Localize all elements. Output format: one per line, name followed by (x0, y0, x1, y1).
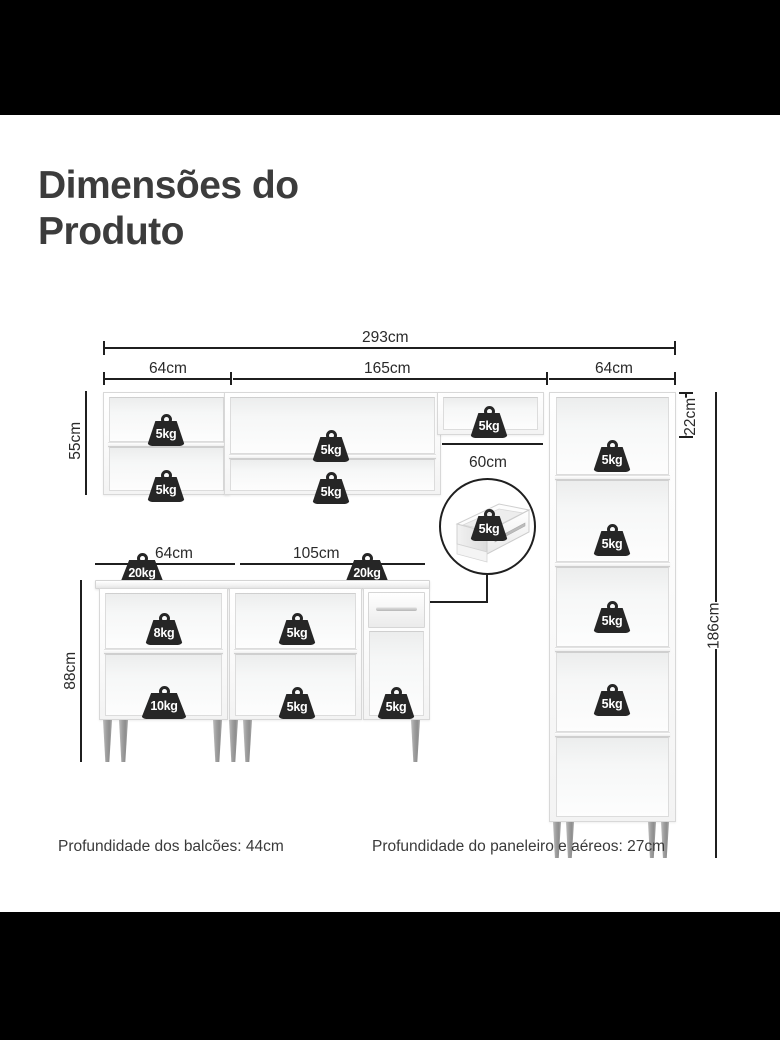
tall-shelf-divider-1 (555, 475, 670, 480)
drawer-callout-circle: 5kg (439, 478, 536, 575)
dim-label-upper-middle-width: 165cm (357, 361, 418, 377)
page-title: Dimensões do Produto (38, 164, 299, 253)
dim-line-lower-height (80, 580, 82, 762)
tall-leg-1 (553, 822, 561, 858)
dim-label-upper-left-width: 64cm (142, 361, 194, 377)
tick-22-top (679, 392, 693, 394)
drawer-handle (376, 607, 417, 611)
lower-leg-4 (229, 720, 238, 762)
dim-label-lower-middle-width: 105cm (286, 546, 347, 562)
tall-leg-3 (648, 822, 656, 858)
diagram-canvas: Dimensões do Produto 293cm 64cm 165cm 64… (0, 115, 780, 912)
weight-badge-upper-middle-bottom: 5kg (312, 472, 350, 504)
tall-leg-2 (566, 822, 574, 858)
weight-badge-upper-left-top: 5kg (147, 414, 185, 446)
dim-line-upper-middle (233, 378, 546, 380)
weight-badge-tall-1: 5kg (593, 440, 631, 472)
weight-badge-tall-2: 5kg (593, 524, 631, 556)
dim-label-lower-height: 88cm (62, 651, 80, 690)
dim-line-tall-width (549, 378, 676, 380)
footnote-depth-pantry: Profundidade do paneleiro e aéreos: 27cm (372, 838, 665, 855)
lower-middle-shelf-divider (234, 649, 357, 654)
weight-badge-upper-right-small: 5kg (470, 406, 508, 438)
weight-badge-upper-middle-top: 5kg (312, 430, 350, 462)
dim-label-lower-left-width: 64cm (148, 546, 200, 562)
letterbox-top (0, 0, 780, 115)
tick-total-left (103, 341, 105, 355)
lower-leg-2 (119, 720, 128, 762)
tick-22-bottom (679, 436, 693, 438)
tall-leg-4 (661, 822, 669, 858)
dim-label-upper-height: 55cm (67, 421, 85, 460)
dim-line-upper-height (85, 391, 87, 495)
dim-label-tall-height: 186cm (705, 602, 723, 650)
weight-badge-upper-left-bottom: 5kg (147, 470, 185, 502)
lower-leg-6 (411, 720, 420, 762)
tick-total-right (674, 341, 676, 355)
dim-line-upper-left (103, 378, 230, 380)
weight-badge-lower-left-top: 8kg (145, 613, 183, 645)
lower-leg-3 (213, 720, 222, 762)
weight-badge-lower-right-bottom: 5kg (377, 687, 415, 719)
drawer-front (368, 592, 425, 628)
weight-badge-lower-middle-bottom: 5kg (278, 687, 316, 719)
callout-leader-vertical (486, 575, 488, 603)
weight-badge-tall-3: 5kg (593, 601, 631, 633)
tick-seg-4 (674, 372, 676, 385)
tick-seg-3 (546, 372, 548, 385)
callout-leader-horizontal (400, 601, 488, 603)
tall-shelf-divider-4 (555, 732, 670, 737)
lower-left-shelf-divider (104, 649, 223, 654)
dim-label-drawer-callout-width: 60cm (462, 455, 514, 471)
tall-cavity-5 (556, 737, 669, 817)
tall-shelf-divider-3 (555, 647, 670, 652)
dim-line-total-width (103, 347, 676, 349)
dim-line-lower-left (95, 563, 235, 565)
tick-seg-2 (230, 372, 232, 385)
weight-badge-lower-left-bottom: 10kg (141, 686, 187, 720)
letterbox-bottom (0, 912, 780, 1040)
dim-label-tall-top-offset: 22cm (682, 397, 700, 436)
weight-badge-tall-4: 5kg (593, 684, 631, 716)
dim-line-lower-middle (240, 563, 425, 565)
dim-label-total-width: 293cm (355, 330, 416, 346)
dim-line-drawer-callout-width (442, 443, 543, 445)
weight-badge-lower-middle-top: 5kg (278, 613, 316, 645)
weight-badge-drawer-callout: 5kg (470, 509, 508, 541)
tall-shelf-divider-2 (555, 562, 670, 567)
dim-label-tall-width: 64cm (588, 361, 640, 377)
tick-seg-1 (103, 372, 105, 385)
footnote-depth-counters: Profundidade dos balcões: 44cm (58, 838, 284, 855)
lower-leg-5 (243, 720, 252, 762)
lower-leg-1 (103, 720, 112, 762)
